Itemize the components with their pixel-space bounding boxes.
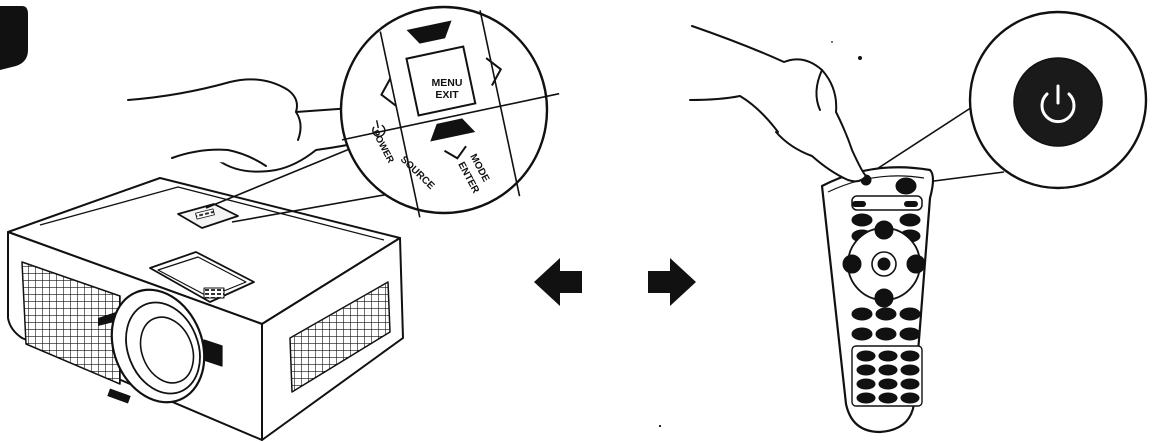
right-chevron-icon: [485, 57, 503, 86]
menu-exit-key: [405, 45, 477, 117]
down-chevron-icon: [443, 145, 467, 160]
keypad-magnifier: MENU EXIT POWER SOURCE MODE ENTER: [339, 5, 560, 218]
page-edge-tab: [0, 6, 28, 70]
remote-magnifier: [968, 10, 1148, 190]
magnifier-leader-lines: [205, 147, 413, 223]
projector-top-seam: [39, 186, 385, 241]
hand-right: [689, 25, 867, 183]
side-vent-grille: [289, 281, 391, 393]
exit-label: EXIT: [435, 89, 459, 101]
remote-control: [820, 166, 935, 434]
lens-glass: [139, 316, 195, 384]
power-icon: [1040, 84, 1076, 124]
front-vent-grille: [21, 261, 121, 385]
projector: [7, 177, 404, 441]
right-arrow-icon: [648, 258, 696, 306]
ir-sensor: [203, 339, 223, 367]
power-icon: [372, 120, 386, 138]
left-chevron-icon: [380, 78, 397, 107]
left-arrow-icon: [534, 258, 582, 306]
down-arrow-icon: [430, 118, 476, 142]
up-arrow-icon: [406, 20, 452, 44]
menu-label: MENU: [432, 77, 463, 89]
